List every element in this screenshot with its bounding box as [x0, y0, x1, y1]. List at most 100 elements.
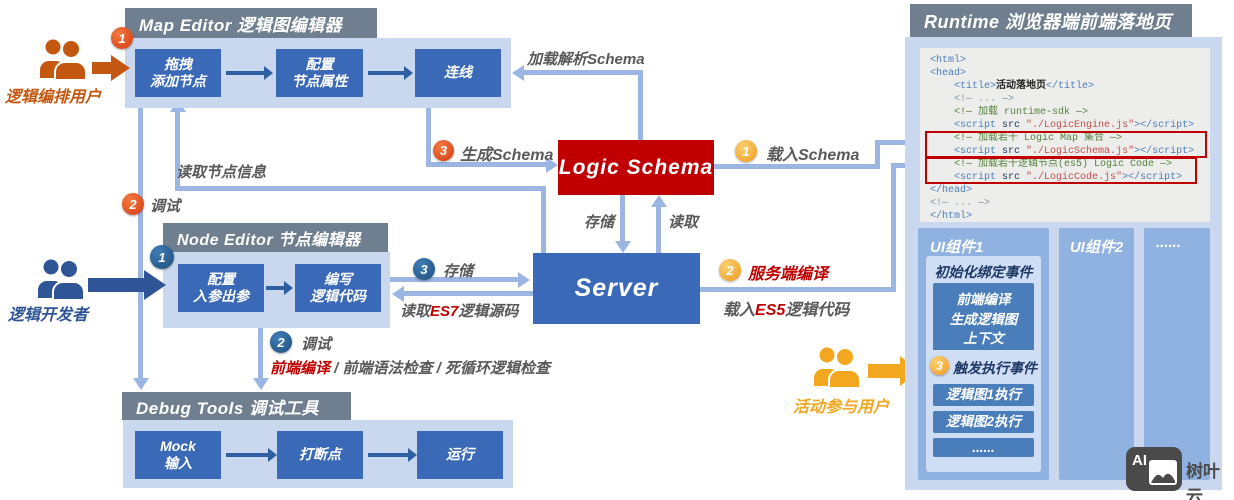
watermark-logo-text: AI: [1132, 452, 1147, 469]
flow-arrow: [266, 281, 293, 295]
badge-2: 2: [270, 331, 292, 353]
flow-arrow: [368, 66, 413, 80]
arrowhead: [651, 195, 667, 207]
node-editor-header: Node Editor 节点编辑器: [163, 223, 388, 252]
label-em: ES5: [755, 302, 786, 319]
logic-schema-box: Logic Schema: [558, 140, 714, 195]
code-line: <!— ... —>: [930, 94, 1015, 105]
code-line: </head>: [930, 185, 973, 196]
flow-arrow: [368, 448, 417, 462]
actor-orchestrator-label: 逻辑编排用户: [5, 89, 102, 106]
node-breakpoint: 打断点: [277, 431, 363, 479]
map-editor-header: Map Editor 逻辑图编辑器: [125, 8, 377, 38]
connector-read-node-info: [175, 110, 180, 188]
connector-gen-schema: [426, 162, 546, 167]
code-line: <!— 加载若干逻辑节点(es5) Logic Code —>: [930, 159, 1173, 170]
code-line: <script src "./LogicSchema.js"></script>: [954, 146, 1195, 157]
watermark-logo-icon: AI: [1126, 447, 1182, 491]
node-drag-add: 拖拽 添加节点: [135, 49, 221, 97]
users-icon: [814, 347, 861, 388]
badge-1: 1: [735, 140, 757, 162]
arrowhead: [546, 157, 558, 173]
subpanel-heading: 触发执行事件: [953, 360, 1037, 376]
panel-title: ......: [1156, 234, 1182, 251]
debug-tools-header: Debug Tools 调试工具: [122, 392, 351, 420]
label-part: 逻辑源码: [458, 303, 519, 320]
code-block: <html><head> <title>活动落地页</title> <!— ..…: [920, 48, 1210, 222]
users-icon: [38, 259, 85, 300]
label-load-parse-schema: 加载解析Schema: [527, 51, 645, 68]
badge-2: 2: [122, 193, 144, 215]
badge-1: 1: [150, 245, 174, 269]
label-gen-schema: 生成Schema: [460, 147, 554, 164]
connector-read-schema: [656, 206, 661, 253]
server-box: Server: [533, 253, 700, 324]
connector-read-node-info: [175, 186, 546, 191]
subpanel-heading: 初始化绑定事件: [934, 264, 1033, 280]
logic-map-run-item: 逻辑图2执行: [933, 411, 1034, 433]
label-part: 载入: [723, 302, 756, 319]
badge-3: 3: [433, 140, 454, 161]
label-em: 前端编译: [270, 360, 331, 377]
actor-developer-label: 逻辑开发者: [8, 307, 89, 324]
label-em: ES7: [430, 303, 459, 320]
badge-2: 2: [719, 259, 741, 281]
arrowhead: [615, 241, 631, 253]
badge-3: 3: [930, 356, 949, 375]
panel-ui-component-2: UI组件2: [1059, 228, 1134, 480]
arrow-right-icon: [88, 270, 166, 300]
node-mock-input: Mock 输入: [135, 431, 221, 479]
code-line: <head>: [930, 68, 967, 79]
label-read-node-info: 读取节点信息: [176, 164, 267, 181]
label-part: 读取: [400, 303, 431, 320]
label-server-compile: 服务端编译: [748, 266, 829, 283]
connector-debug-node: [258, 328, 263, 379]
label-part: / 前端语法检查 / 死循环逻辑检查: [330, 360, 551, 377]
panel-title: UI组件1: [930, 239, 984, 256]
init-bind-subpanel: 初始化绑定事件 前端编译 生成逻辑图 上下文: [926, 256, 1041, 362]
node-config-props: 配置 节点属性: [276, 49, 363, 97]
panel-title: UI组件2: [1069, 239, 1124, 256]
node-connect: 连线: [415, 49, 501, 97]
arrowhead: [392, 286, 404, 302]
node-write-code: 编写 逻辑代码: [295, 264, 381, 312]
actor-participant-label: 活动参与用户: [793, 399, 890, 416]
code-line: <!— ... —>: [930, 198, 991, 209]
label-debug-note: 前端编译 / 前端语法检查 / 死循环逻辑检查: [270, 357, 550, 378]
connector-read-es7: [404, 291, 533, 296]
connector-load-schema: [875, 140, 934, 145]
badge-3: 3: [413, 258, 435, 280]
label-read-schema: 读取: [668, 214, 699, 231]
watermark-text: 树叶云: [1186, 462, 1220, 500]
node-run: 运行: [417, 431, 503, 479]
flow-arrow: [226, 448, 277, 462]
label-load-es5: 载入ES5逻辑代码: [723, 296, 849, 320]
label-read-es7: 读取ES7逻辑源码: [400, 300, 518, 321]
code-line: <script src "./LogicEngine.js"></script>: [954, 120, 1195, 131]
users-icon: [40, 39, 87, 80]
label-store-code: 存储: [443, 263, 474, 280]
arrow-right-icon: [92, 55, 130, 81]
flow-arrow: [226, 66, 273, 80]
label-store-schema: 存储: [584, 214, 615, 231]
code-line: <!— 加载 runtime-sdk —>: [930, 107, 1089, 118]
arrowhead: [253, 378, 269, 390]
connector-load-es5: [700, 287, 896, 292]
runtime-header: Runtime 浏览器端前端落地页: [910, 4, 1192, 37]
arrowhead: [512, 65, 524, 81]
label-debug-node: 调试: [301, 336, 332, 353]
connector-gen-schema: [426, 108, 431, 167]
connector-load-es5: [891, 166, 896, 292]
arrowhead: [133, 378, 149, 390]
connector-load-schema: [875, 142, 880, 169]
connector-store-schema: [620, 195, 625, 242]
connector-store-code: [382, 277, 518, 282]
code-line: </html>: [930, 211, 973, 222]
label-load-schema: 载入Schema: [766, 147, 860, 164]
trigger-subpanel: 3 触发执行事件 逻辑图1执行 逻辑图2执行 ......: [926, 350, 1041, 472]
panel-ui-component-more: ......: [1144, 228, 1210, 480]
connector-read-node-info: [541, 188, 546, 253]
label-debug-map: 调试: [150, 198, 181, 215]
node-config-params: 配置 入参出参: [178, 264, 264, 312]
